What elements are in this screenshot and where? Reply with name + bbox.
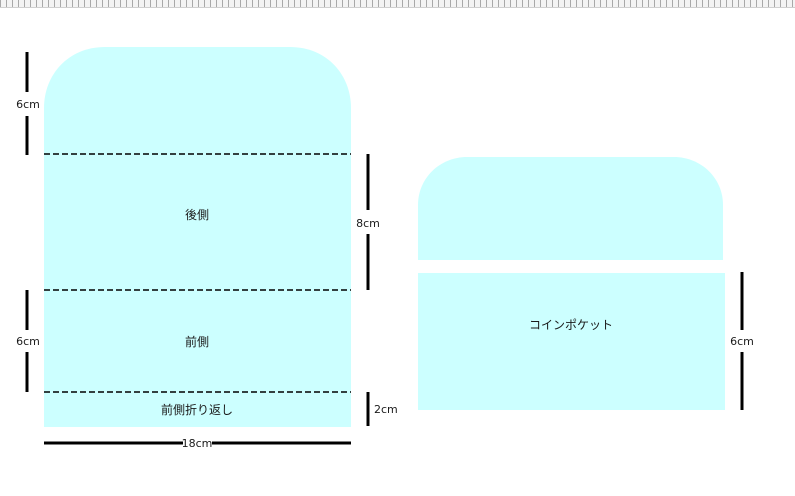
dimension-width: 18cm <box>44 437 351 450</box>
label-coin-pocket: コインポケット <box>529 318 613 332</box>
dimension-label: 6cm <box>730 335 754 348</box>
dimension-fold-height: 2cm <box>366 392 398 426</box>
main-piece-fabric <box>44 47 351 427</box>
dimension-label: 2cm <box>374 403 398 416</box>
label-back: 後側 <box>185 208 209 222</box>
dimension-label: 6cm <box>16 98 40 111</box>
dimension-label: 18cm <box>182 437 213 450</box>
dimension-label: 6cm <box>16 335 40 348</box>
coin-pocket-piece: コインポケット <box>418 157 725 410</box>
dimension-back-height: 8cm <box>356 154 380 290</box>
label-front: 前側 <box>185 334 209 349</box>
dimension-pocket-height: 6cm <box>730 272 754 410</box>
top-ruler <box>0 0 795 8</box>
dimension-label: 8cm <box>356 217 380 230</box>
dimension-front-height: 6cm <box>16 290 40 392</box>
coin-pocket-body <box>418 273 725 410</box>
dimension-flap-height: 6cm <box>16 52 40 155</box>
coin-pocket-flap <box>418 157 723 260</box>
label-front-fold: 前側折り返し <box>161 402 233 417</box>
main-pattern-piece: 後側 前側 前側折り返し <box>44 47 351 427</box>
